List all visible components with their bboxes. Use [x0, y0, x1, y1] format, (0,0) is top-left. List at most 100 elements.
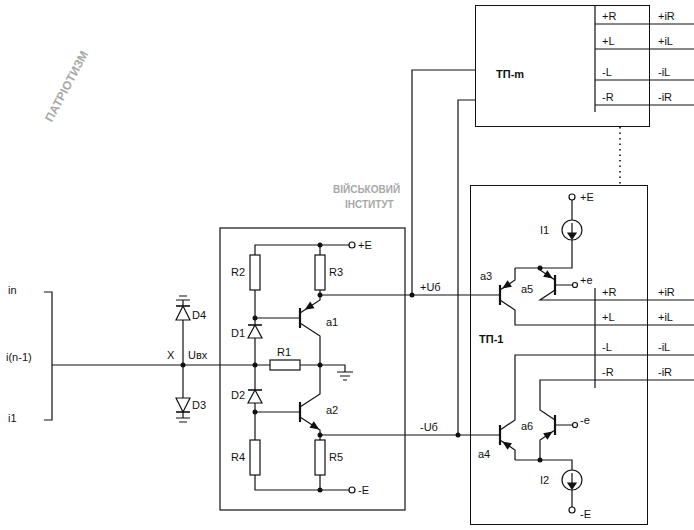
part-name: a5 [521, 283, 533, 296]
diode-symbol [176, 398, 190, 412]
pin-name: -L [602, 66, 612, 79]
supply-rail [255, 475, 349, 490]
terminal-label: +E [358, 239, 372, 252]
part-name: R3 [329, 266, 343, 279]
part-name: a4 [478, 448, 490, 461]
signal-name: in [8, 284, 17, 297]
output-divider [594, 288, 595, 388]
pin-name: +L [602, 35, 615, 48]
current-source-symbol [562, 470, 582, 490]
resistor-symbol [315, 255, 325, 290]
signal-name: i1 [8, 412, 17, 425]
signal-name: +iR [658, 10, 675, 23]
diode-symbol [176, 306, 190, 320]
signal-name: -iL [658, 66, 670, 79]
signal-name: +iL [658, 35, 673, 48]
junction-dots [181, 243, 543, 493]
part-name: D3 [192, 399, 206, 412]
part-name: a2 [326, 404, 338, 417]
terminal-label: +E [580, 191, 594, 204]
pin-name: +R [602, 286, 616, 299]
terminal-label: +e [580, 274, 593, 287]
terminal-label: -E [580, 508, 591, 521]
transistor-symbol [500, 355, 694, 460]
supply-rail [255, 245, 349, 255]
signal-name: -Uб [420, 421, 438, 434]
part-name: D4 [192, 309, 206, 322]
junction-dot [181, 363, 186, 368]
signal-name: Uвх [188, 349, 207, 362]
diode-symbol [248, 390, 262, 403]
wire [182, 320, 183, 398]
terminal [349, 242, 355, 248]
junction-dot [318, 363, 323, 368]
junction-dot [318, 488, 323, 493]
signal-name: +Uб [420, 281, 441, 294]
current-arrow [568, 233, 576, 239]
part-name: I1 [540, 224, 549, 237]
resistor-symbol [250, 255, 260, 290]
transistor-arrow [504, 442, 511, 448]
junction-dot [253, 363, 258, 368]
ground-symbol [176, 296, 190, 306]
transistor-arrow [504, 281, 511, 287]
transistor-base [499, 425, 501, 445]
transistor-arrow [544, 432, 551, 438]
junction-dot [318, 433, 323, 438]
block-box: ТП-1 [470, 185, 648, 525]
part-name: I2 [540, 474, 549, 487]
transistor-symbol [300, 290, 320, 365]
wire [254, 403, 255, 440]
wire [515, 460, 572, 507]
ground-symbol [176, 412, 190, 422]
transistor-arrow [306, 303, 314, 309]
wire [255, 411, 300, 412]
transistor-symbol [540, 268, 694, 300]
part-name: a1 [326, 316, 338, 329]
terminal [573, 423, 578, 428]
pin-name: +L [602, 311, 615, 324]
part-name: a6 [521, 420, 533, 433]
current-arrow [571, 223, 572, 234]
input-wire [52, 364, 255, 365]
junction-dot [253, 316, 258, 321]
input-stage-box [220, 228, 405, 510]
pin-name: +R [602, 10, 616, 23]
watermark: ВІЙСЬКОВИЙ [333, 183, 400, 196]
terminal-label: -e [580, 414, 590, 427]
transistor-arrow [544, 271, 551, 277]
output-lines [595, 5, 694, 112]
signal-name: i(n-1) [6, 351, 32, 364]
part-name: R5 [329, 451, 343, 464]
current-arrow [571, 473, 572, 484]
terminal [349, 487, 355, 493]
transistor-symbol [300, 365, 320, 440]
transistor-symbol [500, 268, 694, 325]
pin-name: -L [602, 341, 612, 354]
transistor-symbol [540, 380, 694, 460]
dotted-connector [619, 127, 621, 185]
bias-bus [320, 100, 500, 435]
wiring [44, 5, 694, 513]
terminal [569, 194, 575, 200]
part-name: R4 [231, 451, 245, 464]
wire [255, 317, 300, 318]
junction-dot [318, 293, 323, 298]
block-title: ТП-1 [479, 333, 503, 346]
transistor-base [499, 285, 501, 305]
junction-dot [253, 410, 258, 415]
block-box: ТП-m [475, 5, 650, 127]
pin-name: -R [602, 366, 614, 379]
watermark: ІНСТИТУТ [345, 198, 394, 211]
current-arrow [568, 483, 576, 489]
block-title: ТП-m [496, 68, 524, 81]
part-name: a3 [480, 270, 492, 283]
part-name: R1 [277, 346, 291, 359]
signal-name: -iR [658, 366, 672, 379]
transistor-base [299, 402, 301, 422]
part-name: R2 [231, 266, 245, 279]
resistor-symbol [250, 440, 260, 475]
